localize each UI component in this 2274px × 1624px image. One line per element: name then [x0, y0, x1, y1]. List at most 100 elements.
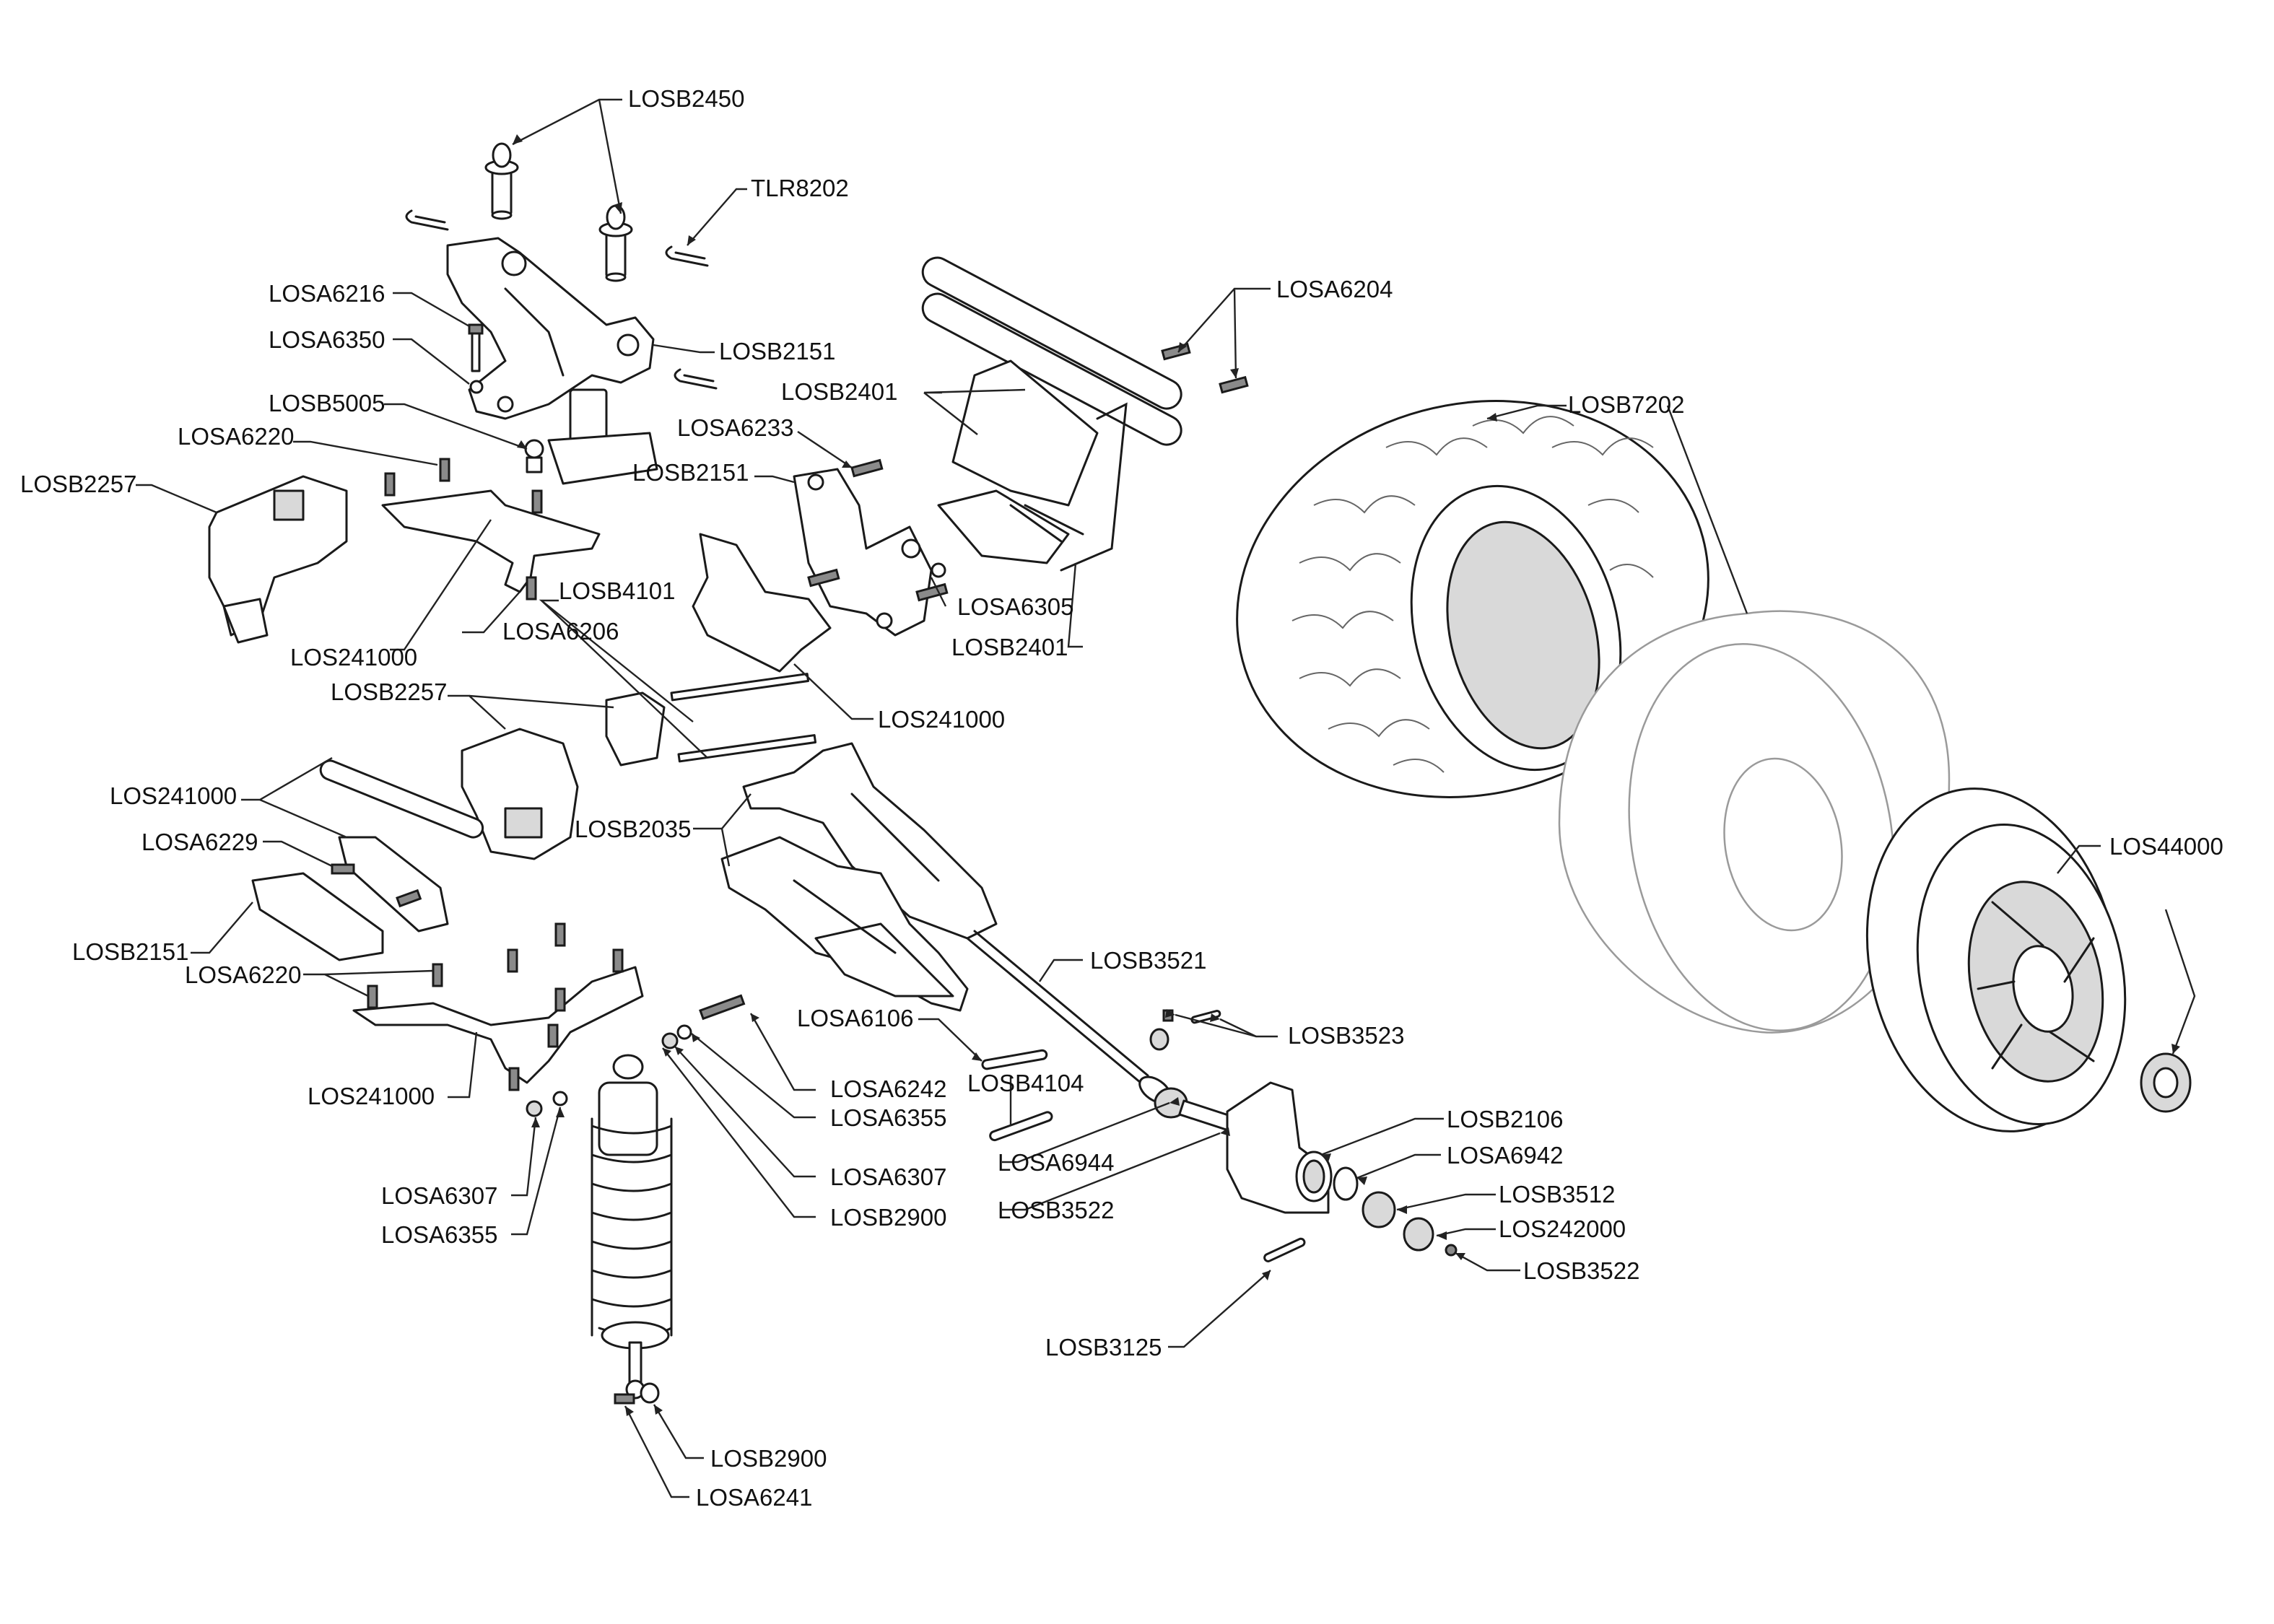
label-losa6229: LOSA6229: [141, 829, 258, 855]
screw-lower-f: [554, 987, 566, 1012]
label-losb2151-top: LOSB2151: [719, 338, 835, 364]
body-mount-upper: [446, 237, 658, 485]
screw-plate-a: [384, 472, 396, 497]
screw-mid-b: [807, 568, 840, 588]
label-losa6307-b: LOSA6307: [381, 1182, 497, 1209]
label-losa6106: LOSA6106: [797, 1005, 913, 1031]
ball-losb2900: [640, 1382, 660, 1404]
body-post-left: [484, 142, 519, 220]
bearing-losa6942: [1333, 1166, 1359, 1201]
screw-plate-b: [531, 489, 543, 514]
washer-losa6355-a: [676, 1024, 692, 1040]
label-losb2257-top: LOSB2257: [20, 471, 136, 497]
label-losa6216: LOSA6216: [269, 280, 385, 307]
screw-plate-c: [526, 576, 537, 601]
nut-losa6307-a: [661, 1032, 679, 1049]
drive-shaft: [966, 937, 1142, 1084]
label-losb7202: LOSB7202: [1568, 391, 1684, 418]
label-losb2257-mid: LOSB2257: [331, 678, 447, 705]
drive-shaft-edge: [973, 930, 1149, 1077]
washer-losa6350: [469, 380, 484, 394]
label-losb2450: LOSB2450: [628, 85, 744, 112]
body-post-right: [598, 204, 633, 282]
label-losb3522-a: LOSB3522: [998, 1197, 1114, 1223]
label-losa6204: LOSA6204: [1276, 276, 1393, 302]
wheel-los44000: [1865, 787, 2127, 1132]
nut-los242000: [1403, 1217, 1434, 1252]
label-tlr8202: TLR8202: [751, 175, 849, 201]
suspension-arm-upper: [742, 742, 998, 940]
link-los241000: [319, 759, 484, 839]
label-losb3523: LOSB3523: [1288, 1022, 1404, 1049]
screw-mid-a: [915, 582, 949, 602]
mount-losb2257-mid: [461, 691, 666, 860]
hex-losb3512: [1362, 1191, 1396, 1228]
leader-arrowheads: [513, 134, 2180, 1416]
label-losb4101: LOSB4101: [559, 577, 675, 604]
label-los44000: LOS44000: [2109, 833, 2223, 860]
cv-joint: [1138, 1075, 1234, 1132]
label-losa6942: LOSA6942: [1447, 1142, 1563, 1169]
label-losa6944: LOSA6944: [998, 1149, 1114, 1176]
screw-losa6233: [850, 458, 884, 478]
label-losa6242: LOSA6242: [830, 1075, 946, 1102]
screw-lower-g: [547, 1023, 559, 1048]
plate-lower: [352, 966, 644, 1084]
label-losb2151-bot: LOSB2151: [72, 938, 188, 965]
body-clip-mid: [674, 368, 718, 390]
part-labels: LOSB2450 TLR8202 LOSA6204 LOSA6216 LOSA6…: [20, 85, 2223, 1511]
label-los241000-b: LOS241000: [878, 706, 1005, 733]
shock-absorber: [591, 1054, 673, 1400]
screw-losa6229-a: [331, 863, 355, 875]
hinge-pin-a: [670, 673, 810, 702]
screw-losa6204-b: [1219, 375, 1249, 394]
label-losb5005: LOSB5005: [269, 390, 385, 416]
label-losa6355-a: LOSA6355: [830, 1104, 946, 1131]
plate-upper: [381, 489, 601, 593]
screw-losa6241: [614, 1393, 635, 1405]
label-losb3522-b: LOSB3522: [1523, 1257, 1639, 1284]
label-losb3125: LOSB3125: [1045, 1334, 1162, 1361]
label-los241000-c: LOS241000: [110, 782, 237, 809]
pin-losa6106: [981, 1049, 1048, 1070]
label-losb2401-top: LOSB2401: [781, 378, 897, 405]
mount-losb2257-upper: [208, 475, 348, 644]
screw-losa6229-b: [396, 889, 422, 908]
tire-losb7202: [1236, 400, 1709, 798]
label-los241000-a: LOS241000: [290, 644, 417, 671]
screw-lower-h: [508, 1067, 520, 1091]
label-losa6305: LOSA6305: [957, 593, 1073, 620]
label-losb2900-a: LOSB2900: [830, 1204, 946, 1231]
label-losa6206: LOSA6206: [502, 618, 619, 645]
axle-pin-losb3125: [1263, 1237, 1306, 1262]
label-losb3512: LOSB3512: [1499, 1181, 1615, 1208]
label-losa6241: LOSA6241: [696, 1484, 812, 1511]
screw-lower-a: [367, 985, 378, 1009]
ballstud-losb5005: [524, 439, 544, 473]
screw-losa6216: [468, 323, 484, 372]
plate-mid: [692, 533, 832, 673]
screw-losa6220-top: [439, 458, 450, 482]
bumper-losb2401: [921, 256, 1182, 572]
label-losb2106: LOSB2106: [1447, 1106, 1563, 1132]
label-losb2900-b: LOSB2900: [710, 1445, 827, 1472]
screw-lower-e: [612, 948, 624, 973]
body-clip-left: [405, 209, 449, 231]
screw-lower-c: [507, 948, 518, 973]
label-losa6350: LOSA6350: [269, 326, 385, 353]
label-losa6355-b: LOSA6355: [381, 1221, 497, 1248]
label-losb4104: LOSB4104: [967, 1070, 1084, 1096]
screw-lower-b: [432, 963, 443, 987]
washer-losa6305: [931, 562, 946, 578]
body-mount-mid: [793, 468, 933, 637]
body-clip-right: [665, 245, 709, 267]
hub-carrier: [1226, 1081, 1333, 1214]
label-losb2035: LOSB2035: [575, 816, 691, 842]
screw-losa6242: [699, 994, 746, 1021]
setscrew-losb3523-b: [1149, 1028, 1169, 1051]
label-losb2401-bot: LOSB2401: [951, 634, 1068, 660]
body-mount-lower: [251, 872, 384, 961]
pin-losb3522-small: [1445, 1244, 1458, 1257]
label-losb2151-mid: LOSB2151: [632, 459, 749, 486]
